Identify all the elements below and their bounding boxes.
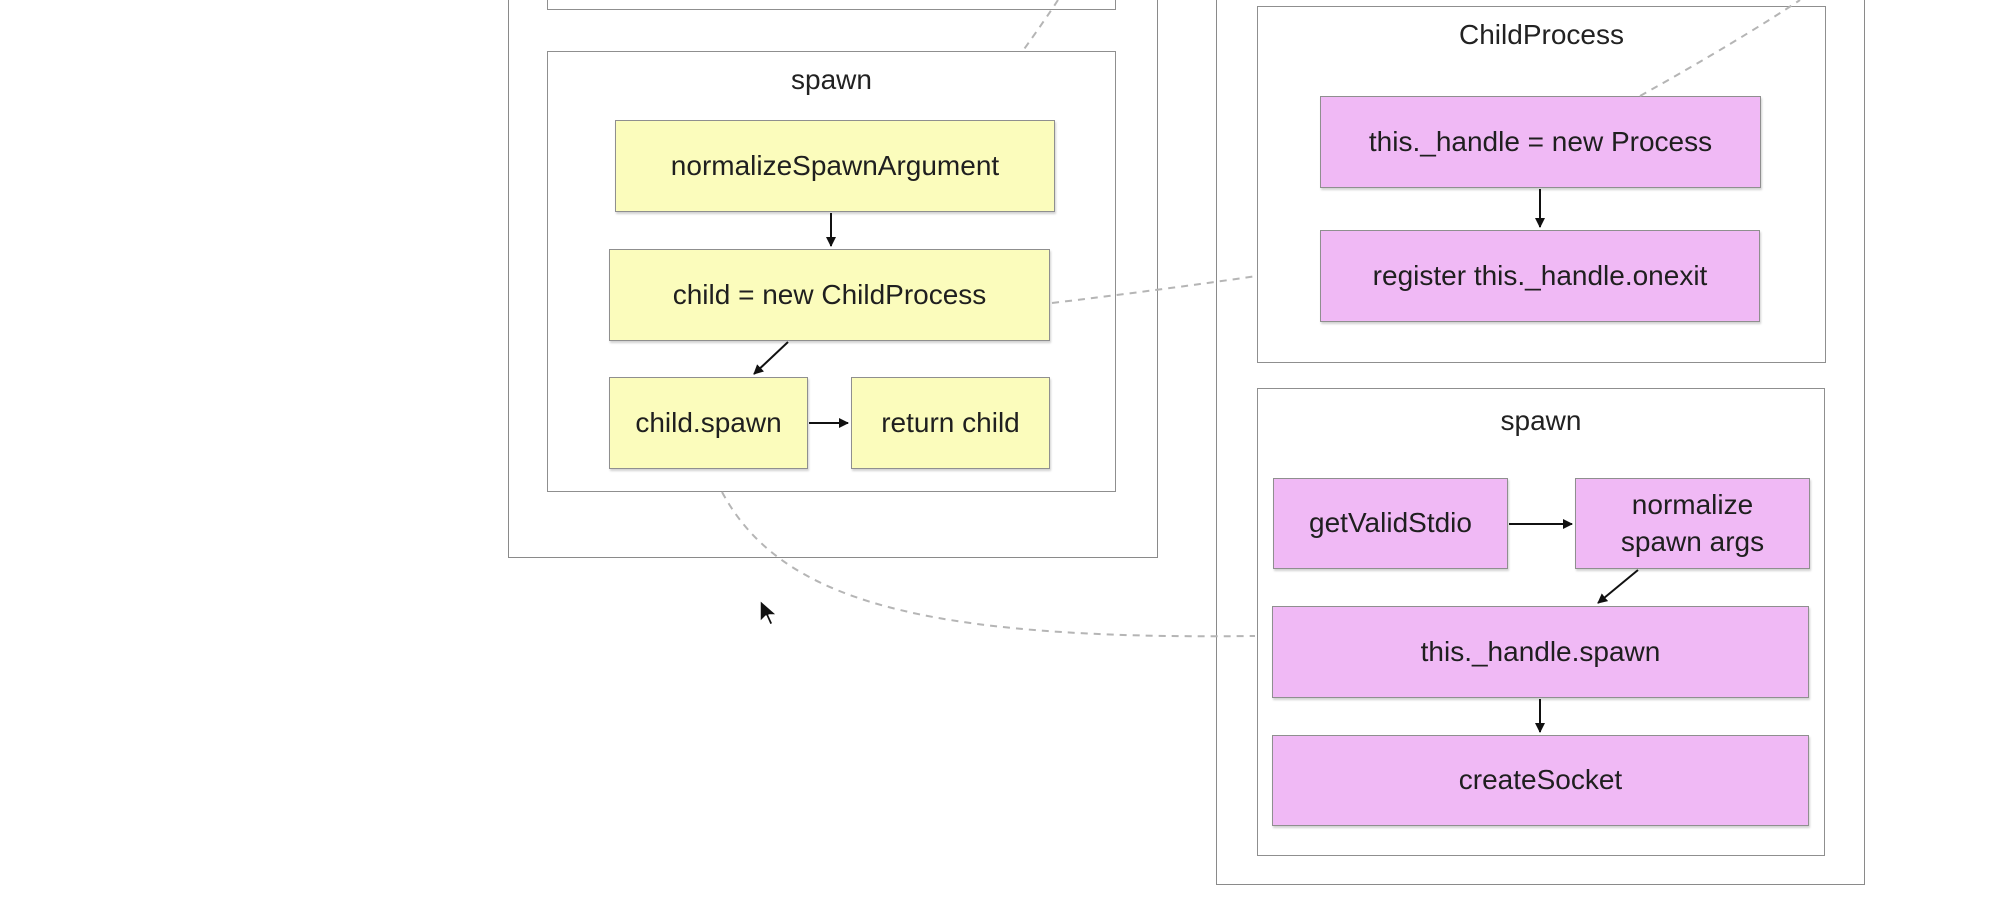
left-spawn-group-title: spawn: [791, 64, 872, 95]
left-top-clipped-group: [547, 0, 1116, 10]
normalize-spawn-argument-node: normalizeSpawnArgument: [615, 120, 1055, 212]
child-spawn-node: child.spawn: [609, 377, 808, 469]
create-socket-node: createSocket: [1272, 735, 1809, 826]
handle-spawn-node: this._handle.spawn: [1272, 606, 1809, 698]
register-onexit-node: register this._handle.onexit: [1320, 230, 1760, 322]
return-child-node: return child: [851, 377, 1050, 469]
childprocess-group-title: ChildProcess: [1459, 19, 1624, 50]
new-process-node: this._handle = new Process: [1320, 96, 1761, 188]
get-valid-stdio-node: getValidStdio: [1273, 478, 1508, 569]
mouse-cursor-icon: [759, 599, 778, 626]
normalize-spawn-args-node: normalize spawn args: [1575, 478, 1810, 569]
right-spawn-group-title: spawn: [1500, 405, 1582, 436]
new-child-process-node: child = new ChildProcess: [609, 249, 1050, 341]
